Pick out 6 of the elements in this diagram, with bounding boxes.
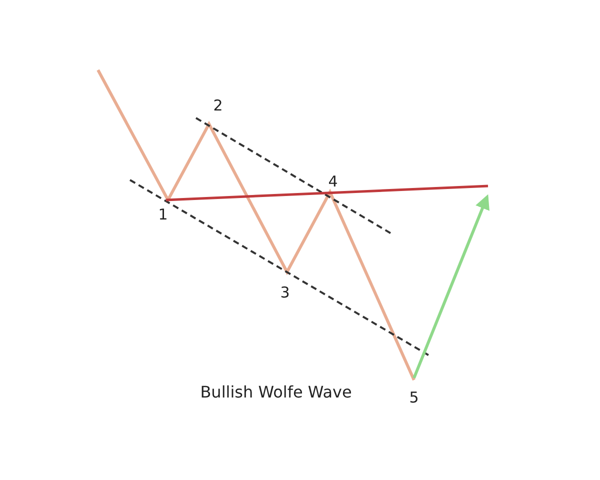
point-label: 2	[213, 98, 223, 114]
point-label: 3	[280, 286, 290, 300]
point-label: 4	[328, 174, 338, 190]
point-label: 1	[158, 208, 168, 222]
point-label: 5	[409, 390, 419, 406]
caption: Bullish Wolfe Wave	[200, 382, 352, 402]
